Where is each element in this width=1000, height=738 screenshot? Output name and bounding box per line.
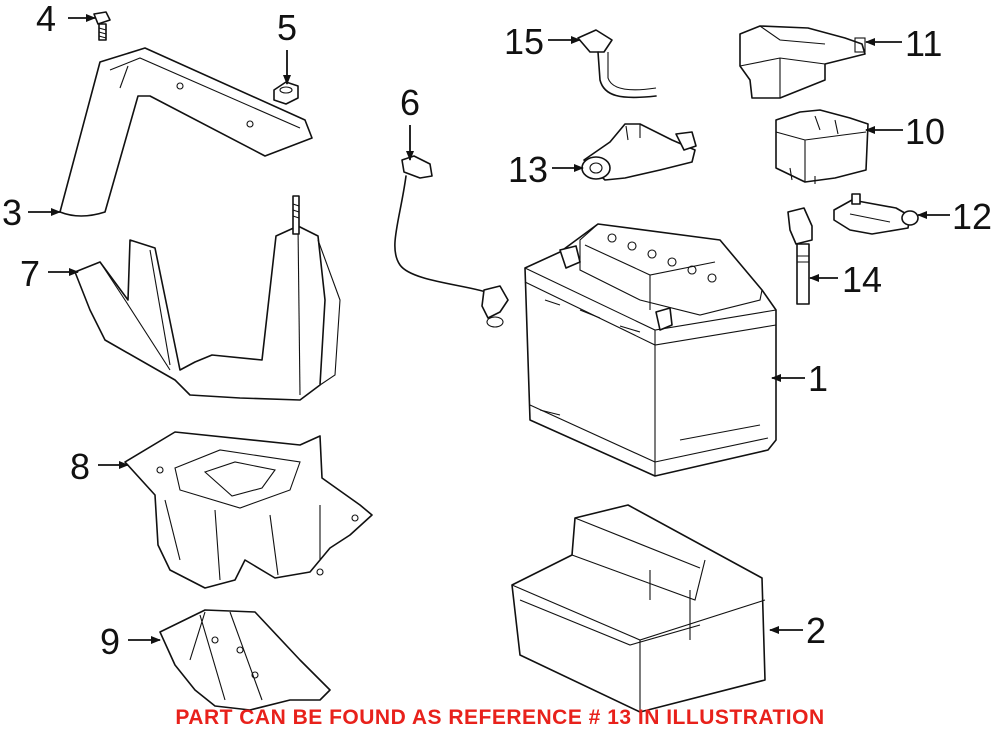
callout-5: 5 (277, 7, 297, 48)
callout-1: 1 (808, 358, 828, 399)
part-14-sensor-lead (787, 207, 813, 305)
part-8-battery-tray (124, 431, 373, 589)
part-11-fuse-cover (739, 25, 866, 99)
callout-7: 7 (20, 253, 40, 294)
part-6-negative-cable (394, 155, 509, 328)
callout-4: 4 (36, 0, 56, 39)
callout-arrows (28, 14, 950, 644)
part-5-nut (273, 81, 299, 105)
part-3-battery-hold-down-bracket (59, 47, 313, 217)
part-12-sensor (833, 193, 919, 235)
part-10-fuse-block (775, 109, 869, 184)
part-2-battery-insulator (511, 504, 766, 713)
callout-15: 15 (504, 21, 544, 62)
callout-8: 8 (70, 446, 90, 487)
part-7-battery-cover (74, 195, 341, 401)
part-1-battery (524, 223, 777, 477)
callout-13: 13 (508, 149, 548, 190)
callout-12: 12 (952, 196, 992, 237)
callout-6: 6 (400, 82, 420, 123)
callout-11: 11 (905, 23, 942, 64)
callout-labels: 1 2 3 4 5 6 7 8 9 10 11 12 13 14 15 (2, 0, 992, 662)
callout-14: 14 (842, 259, 882, 300)
part-15-terminal-strap (577, 29, 657, 99)
callout-9: 9 (100, 621, 120, 662)
reference-note: PART CAN BE FOUND AS REFERENCE # 13 IN I… (175, 706, 825, 729)
part-4-bolt (93, 11, 111, 41)
part-13-positive-terminal (581, 123, 697, 181)
callout-3: 3 (2, 192, 22, 233)
callout-10: 10 (905, 111, 945, 152)
callout-2: 2 (806, 610, 826, 651)
part-9-tray-support (159, 609, 331, 711)
